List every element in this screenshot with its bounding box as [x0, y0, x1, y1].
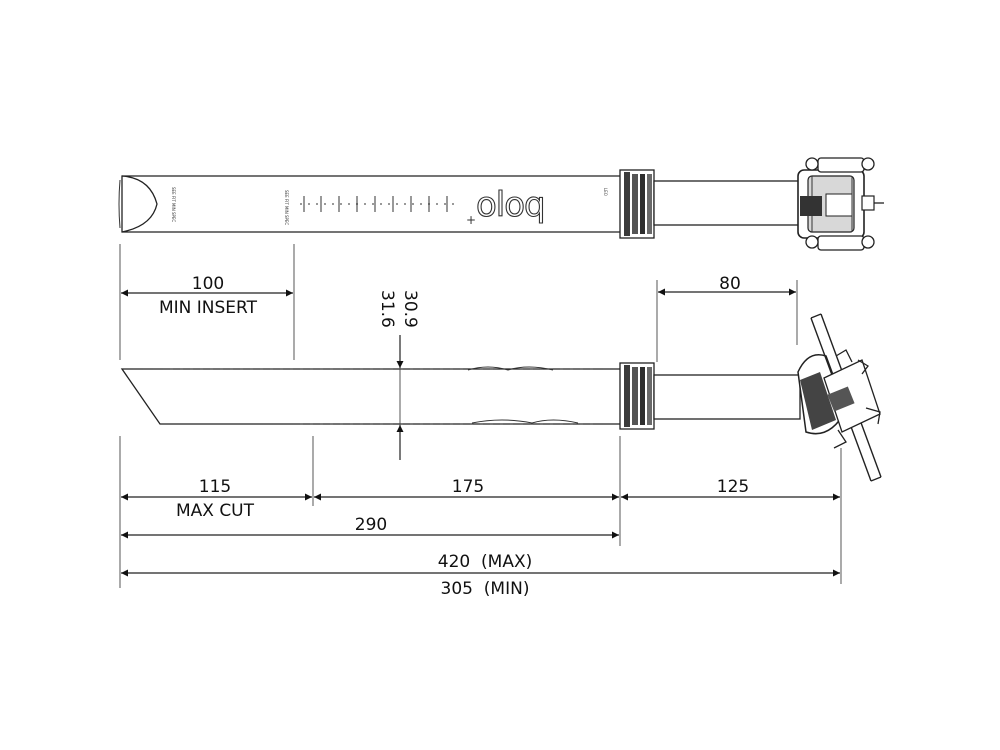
diameter-value-a: 30.9 — [400, 290, 420, 328]
max-cut-value: 115 — [199, 477, 231, 497]
seatpost-side-view — [120, 313, 882, 482]
side-logo-trace — [467, 366, 579, 424]
travel-value: 80 — [719, 274, 741, 294]
tube-microtext-2: SEE FIT MIN SPEC — [284, 190, 289, 225]
insertion-scale — [300, 196, 460, 212]
tube-cut-end — [121, 175, 158, 233]
total-max-value: 420 (MAX) — [438, 552, 532, 572]
max-cut-label: MAX CUT — [176, 501, 255, 521]
collar-microtext: LEO — [603, 188, 608, 196]
saddle-clamp-top — [797, 157, 884, 251]
head-value: 125 — [717, 477, 749, 497]
tube-cut-arc — [118, 179, 121, 229]
min-insert-value: 100 — [192, 274, 224, 294]
tube-microtext: SEE FIT MIN SPEC — [171, 187, 176, 222]
mid-value: 175 — [452, 477, 484, 497]
diameter-value-b: 31.6 — [377, 290, 397, 328]
min-insert-label: MIN INSERT — [159, 298, 258, 318]
upper-tube — [653, 180, 801, 226]
seatpost-top-view: SEE FIT MIN SPEC SEE FIT MIN SPEC oloq +… — [118, 157, 884, 251]
seal-collar — [619, 169, 655, 239]
total-min-value: 305 (MIN) — [441, 579, 530, 599]
side-lower-tube — [120, 368, 629, 425]
side-tube-markings — [170, 368, 600, 425]
saddle-clamp-side — [797, 313, 882, 482]
brand-plus-mark: + — [466, 213, 476, 227]
brand-logo: oloq — [476, 185, 545, 225]
side-seal-collar — [619, 362, 655, 430]
side-upper-tube — [653, 374, 801, 420]
extension-lines — [119, 244, 842, 588]
lower-total-value: 290 — [355, 515, 387, 535]
